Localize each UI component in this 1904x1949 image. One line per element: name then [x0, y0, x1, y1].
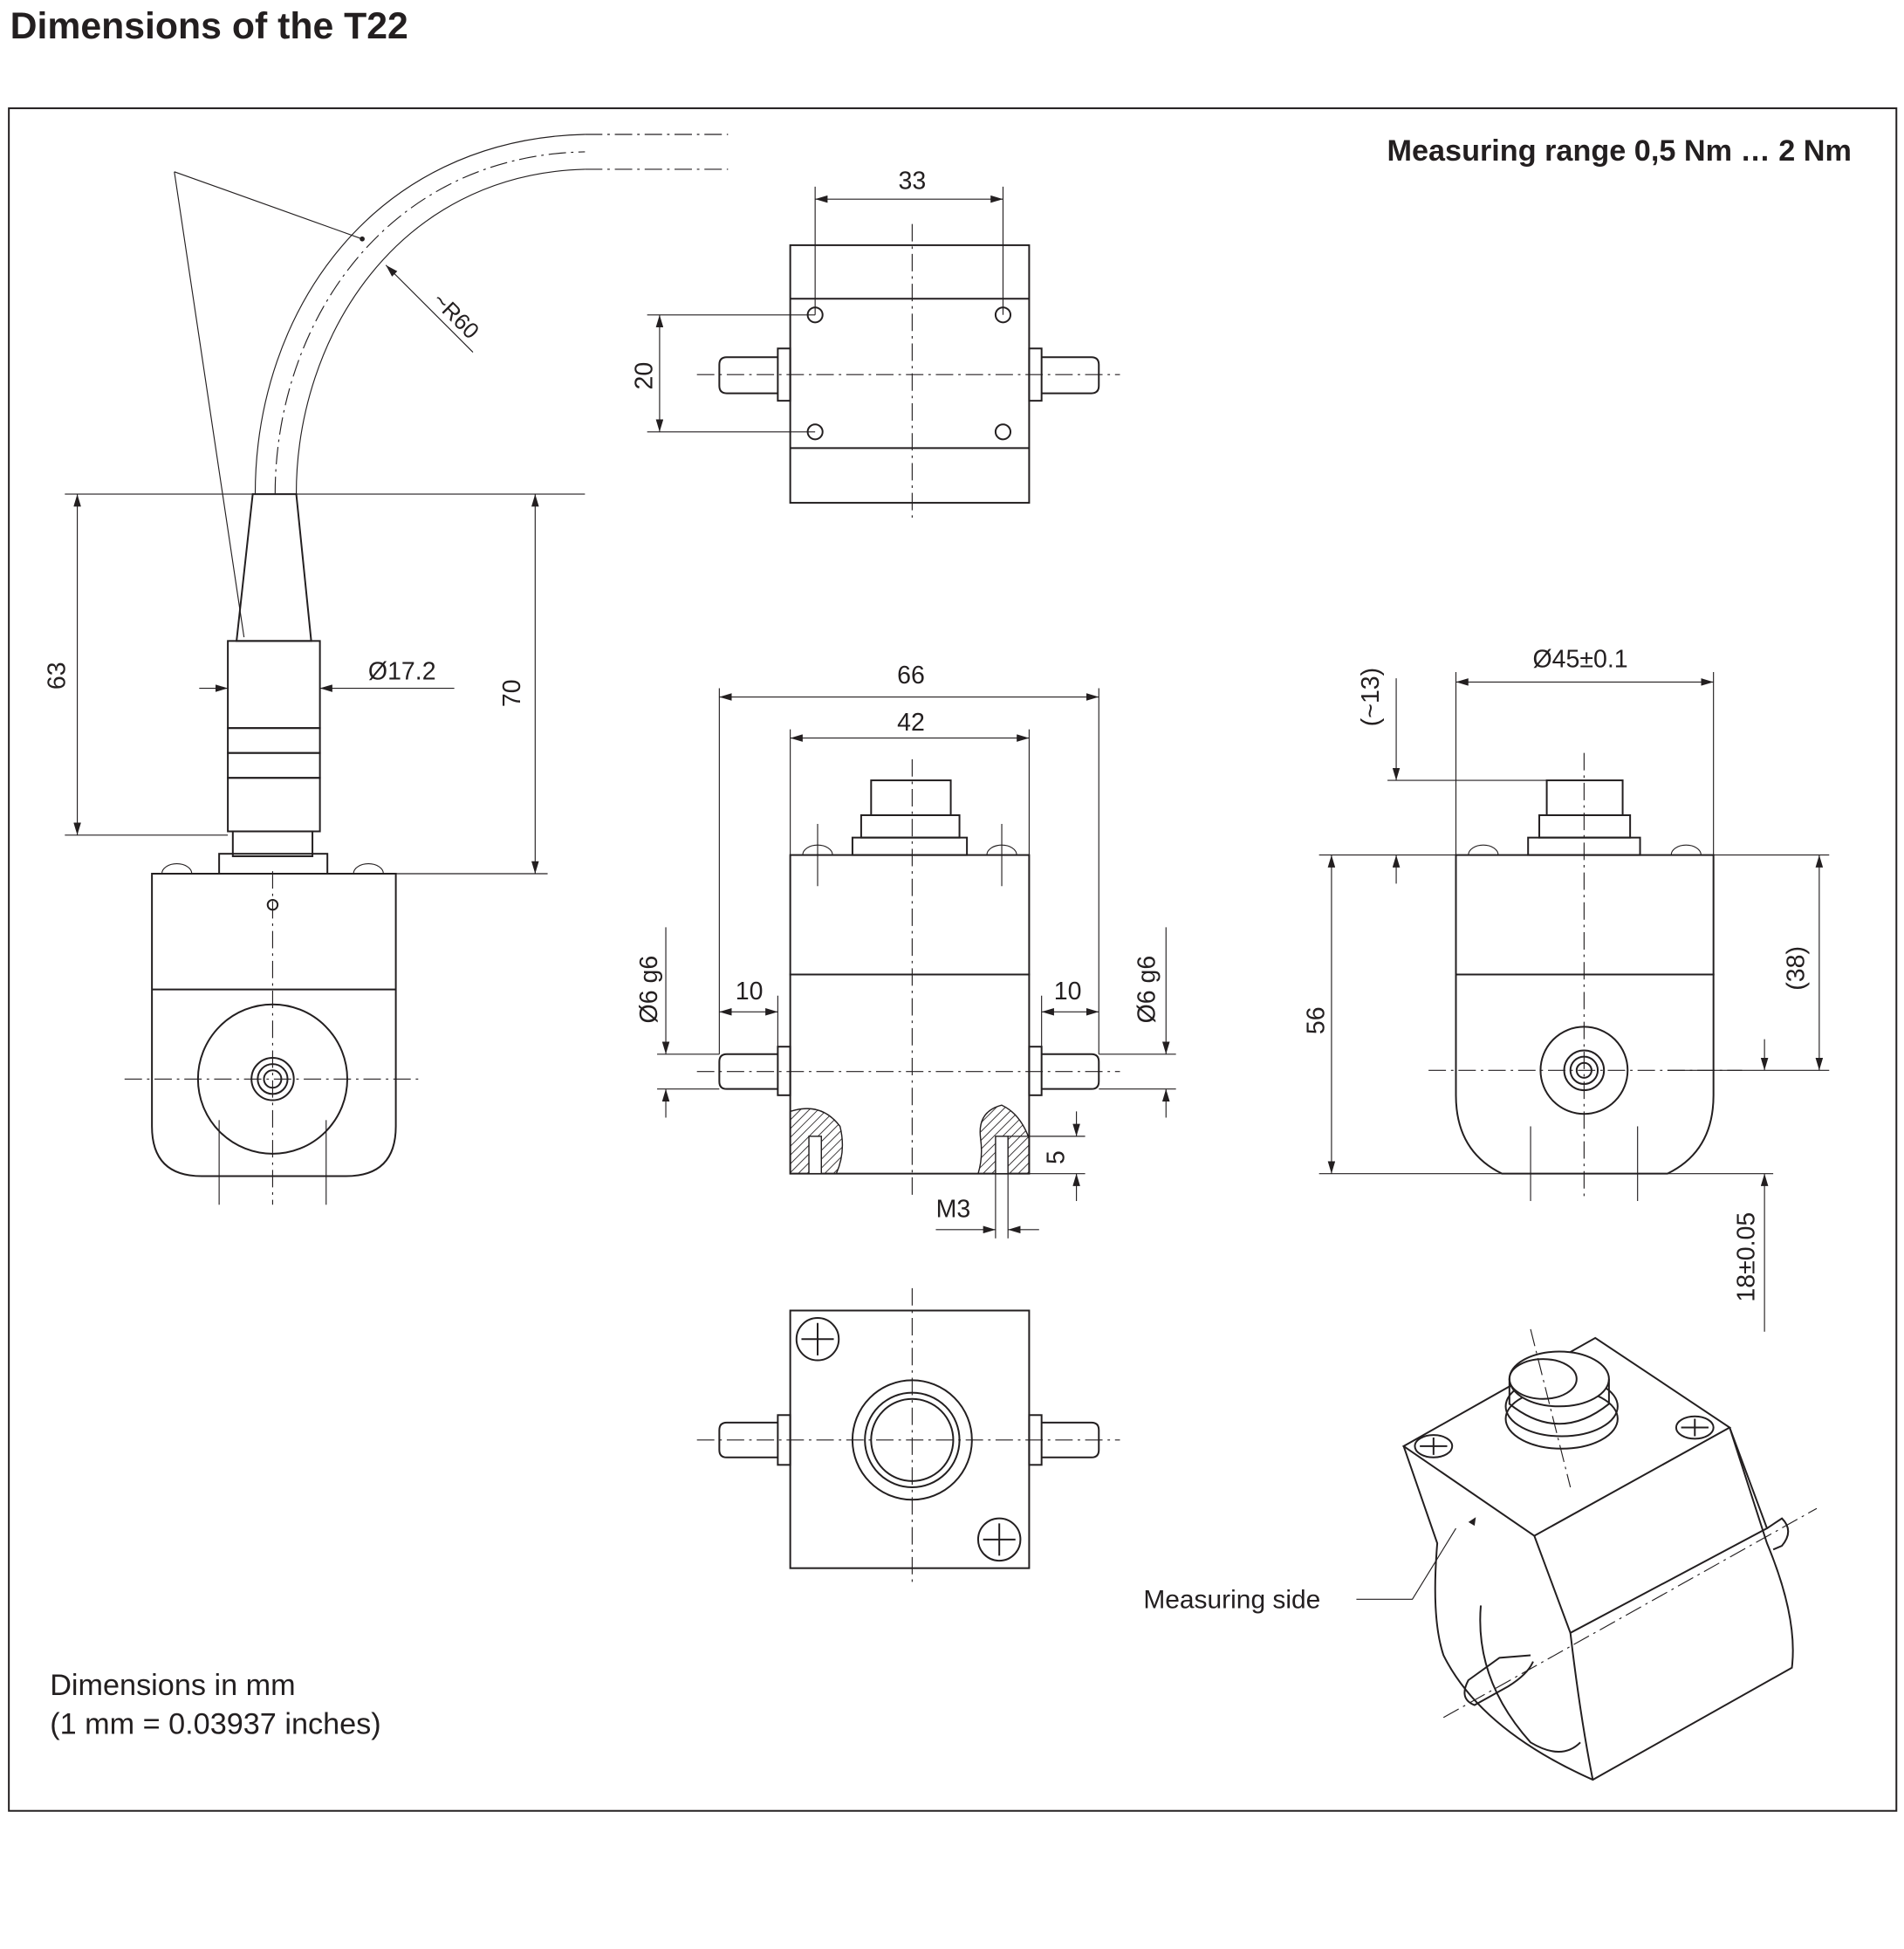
isometric-view: Measuring side — [1143, 1328, 1818, 1781]
dim-13: (~13) — [1357, 668, 1385, 726]
screw-icon — [1414, 1434, 1454, 1458]
dim-10-left: 10 — [736, 978, 764, 1005]
dim-5: 5 — [1042, 1150, 1070, 1164]
thread-label: M3 — [936, 1196, 971, 1224]
dim-38: (38) — [1783, 946, 1811, 991]
drawing-frame — [8, 107, 1898, 1812]
dim-33: 33 — [899, 168, 927, 196]
right-view: Ø45±0.1 (~13) 56 (38) 18±0.05 — [1302, 645, 1830, 1332]
bend-radius-label: ~R60 — [428, 288, 483, 344]
top-view: 33 20 — [630, 168, 1120, 523]
screw-icon — [795, 1317, 840, 1362]
dim-70: 70 — [498, 679, 526, 707]
dim-56: 56 — [1302, 1006, 1330, 1034]
dim-18: 18±0.05 — [1733, 1212, 1761, 1302]
measuring-side-label: Measuring side — [1143, 1585, 1320, 1614]
side-view: ~R60 63 70 Ø17.2 — [43, 134, 729, 1205]
dim-10-right: 10 — [1054, 978, 1082, 1005]
dim-42: 42 — [897, 709, 925, 737]
shaft-diameter-left: Ø6 g6 — [635, 956, 663, 1024]
dim-63: 63 — [43, 662, 71, 690]
measuring-range-label: Measuring range 0,5 Nm … 2 Nm — [1387, 134, 1851, 168]
page-title: Dimensions of the T22 — [10, 5, 408, 47]
units-note: Dimensions in mm — [50, 1669, 295, 1702]
bottom-view — [696, 1287, 1120, 1588]
screw-icon — [1675, 1415, 1715, 1440]
dim-diameter-45: Ø45±0.1 — [1533, 645, 1628, 673]
dim-cable-diameter: Ø17.2 — [368, 658, 436, 686]
dim-66: 66 — [897, 662, 925, 690]
conversion-note: (1 mm = 0.03937 inches) — [50, 1707, 380, 1740]
front-view: 66 42 10 10 Ø6 g6 Ø6 g6 M3 5 — [635, 662, 1176, 1239]
shaft-diameter-right: Ø6 g6 — [1133, 956, 1161, 1024]
screw-icon — [976, 1517, 1022, 1562]
dim-20: 20 — [630, 362, 658, 390]
